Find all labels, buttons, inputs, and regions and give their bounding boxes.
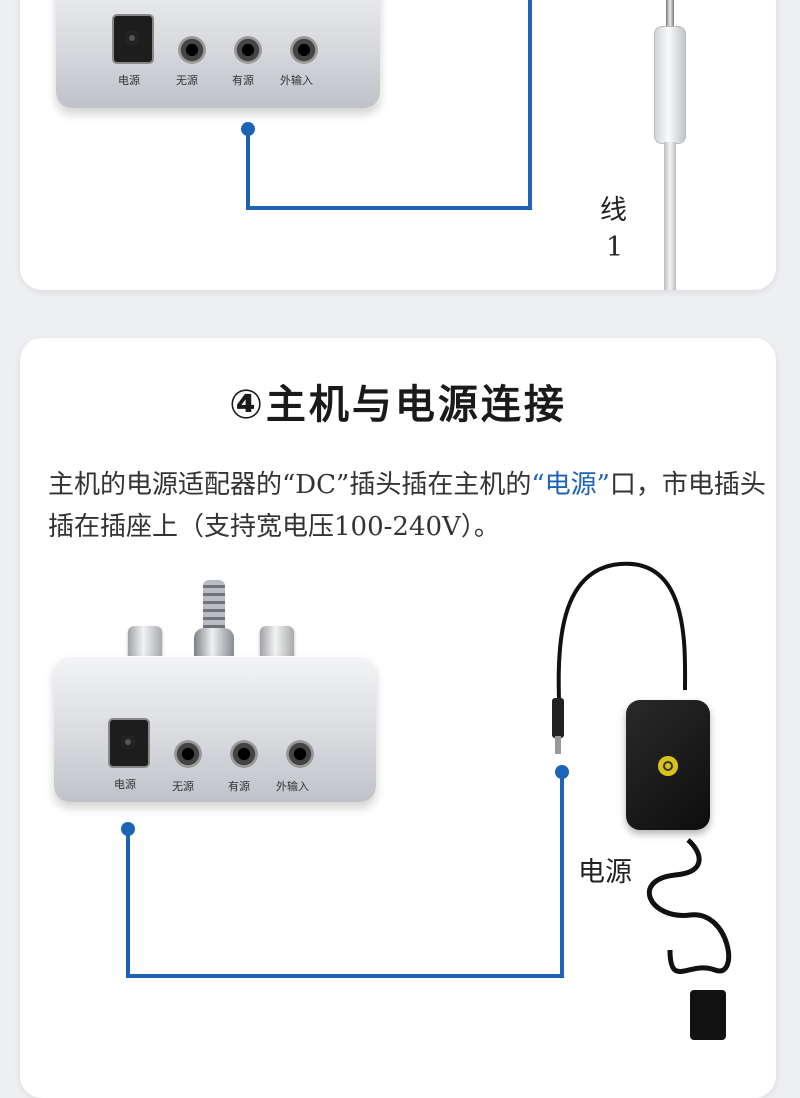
dc-power-jack xyxy=(110,720,148,766)
port-label-external-input: 外输入 xyxy=(280,74,313,87)
host-device-front: 电源 无源 有源 外输入 xyxy=(54,656,376,802)
section-title: ④主机与电源连接 xyxy=(229,382,567,428)
port-label-passive: 无源 xyxy=(176,74,198,87)
audio-cable-plug-icon xyxy=(648,0,692,290)
passive-port xyxy=(178,36,206,64)
active-port xyxy=(234,36,262,64)
external-input-port xyxy=(290,36,318,64)
connector-line-bottom xyxy=(126,974,564,978)
host-device-front: 电源 无源 有源 外输入 xyxy=(56,0,380,108)
port-label-active: 有源 xyxy=(232,74,254,87)
port-label-external-input: 外输入 xyxy=(276,780,309,793)
description-highlight: “电源” xyxy=(531,470,610,500)
connection-card-previous: 电源 无源 有源 外输入 线 1 xyxy=(20,0,776,290)
connector-dot xyxy=(241,122,255,136)
connector-line-vertical-right xyxy=(528,0,532,210)
connector-line-vertical-left xyxy=(246,130,250,210)
connection-card-power: ④主机与电源连接 主机的电源适配器的“DC”插头插在主机的“电源”口，市电插头插… xyxy=(20,338,776,1098)
dc-power-jack xyxy=(114,16,152,62)
connector-line-horizontal xyxy=(246,206,532,210)
connector-line-left xyxy=(126,828,130,978)
right-knob xyxy=(260,626,294,660)
description-text-end: 口，市电插头插在插座上（支持宽电压100-240V）。 xyxy=(48,470,766,542)
port-label-power: 电源 xyxy=(114,778,136,791)
left-knob xyxy=(128,626,162,660)
cable-label-line1: 线 xyxy=(600,195,627,226)
section-description: 主机的电源适配器的“DC”插头插在主机的“电源”口，市电插头插在插座上（支持宽电… xyxy=(48,464,768,548)
external-input-port xyxy=(286,740,314,768)
port-label-power: 电源 xyxy=(118,74,140,87)
port-label-active: 有源 xyxy=(228,780,250,793)
connector-line-right xyxy=(560,772,564,978)
description-text-start: 主机的电源适配器的“DC”插头插在主机的 xyxy=(48,470,532,500)
active-port xyxy=(230,740,258,768)
cable-label-line2: 1 xyxy=(606,232,624,263)
power-adapter-body xyxy=(626,700,710,830)
port-label-passive: 无源 xyxy=(172,780,194,793)
adapter-logo-icon xyxy=(658,756,678,776)
passive-port xyxy=(174,740,202,768)
connector-dot-plug xyxy=(555,765,569,779)
adapter-label: 电源 xyxy=(578,857,632,888)
power-adapter-cable-icon xyxy=(552,561,732,1040)
